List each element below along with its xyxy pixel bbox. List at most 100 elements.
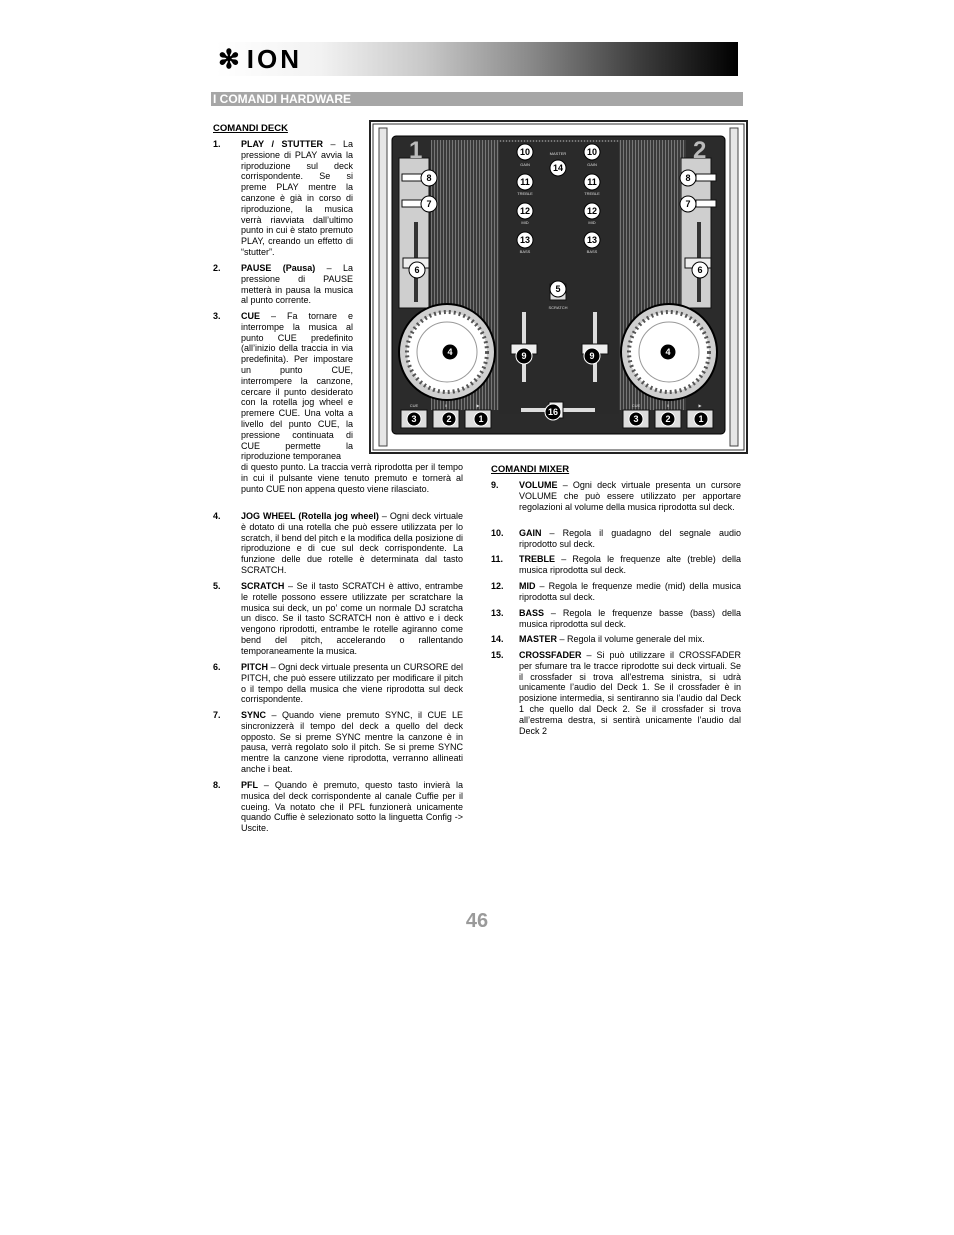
section-title: I COMANDI HARDWARE [213,92,351,106]
item-text: – La pressione di PAUSE metterà in pausa… [241,263,353,306]
item-text: – Regola il guadagno del segnale audio r… [519,528,741,549]
deck-2-number: 2 [693,137,706,164]
callout-14: 14 [549,159,567,177]
callout-4-left: 4 [441,343,459,361]
callout-10-left: 10 [516,143,534,161]
deck-2-jog-wheel[interactable] [620,303,718,401]
scratch-label: SCRATCH [548,305,567,310]
item-text: – Se il tasto SCRATCH è attivo, entrambe… [241,581,463,656]
svg-text:2: 2 [665,414,670,424]
svg-text:5: 5 [555,284,560,294]
item-number: 11. [491,554,504,564]
section-title-bar [211,92,743,106]
controller-diagram: 1 2 SCRATCH CUE II ▶ CUE [372,123,745,451]
callout-3-left: 3 [406,411,422,427]
svg-text:1: 1 [478,414,483,424]
svg-text:4: 4 [447,347,452,357]
callout-12-left: 12 [516,202,534,220]
item-text: – Regola le frequenze alte (treble) dell… [519,554,741,575]
item-title: SCRATCH [241,581,285,591]
item-title: MASTER [519,634,557,644]
svg-text:4: 4 [665,347,670,357]
deck-2-sync-button[interactable] [695,199,717,208]
item-text: – Ogni deck virtuale presenta un CURSORE… [241,662,463,705]
header-gradient-bar [216,42,738,76]
left-side-rail [378,127,388,447]
ion-logo-text: ION [246,43,303,74]
svg-text:2: 2 [446,414,451,424]
item-number: 14. [491,634,504,644]
item-text: – La pressione di PLAY avvia la riproduz… [241,139,353,257]
svg-text:7: 7 [685,199,690,209]
item-title: CUE [241,311,261,321]
item-number: 5. [213,581,221,591]
treble-label-2: TREBLE [584,191,600,196]
svg-text:14: 14 [553,163,563,173]
svg-text:7: 7 [426,199,431,209]
callout-1-left: 1 [473,411,489,427]
callout-1-right: 1 [693,411,709,427]
callout-13-right: 13 [583,231,601,249]
svg-text:13: 13 [587,235,597,245]
deck-1-number: 1 [409,137,422,164]
item-title: GAIN [519,528,542,538]
mixer-heading: COMANDI MIXER [491,464,570,475]
callout-11-left: 11 [516,173,534,191]
callout-8-left: 8 [420,169,438,187]
deck-1-sync-button[interactable] [401,199,423,208]
callout-13-left: 13 [516,231,534,249]
item-number: 13. [491,608,504,618]
item-number: 7. [213,710,221,720]
item-number: 2. [213,263,221,273]
svg-text:10: 10 [520,147,530,157]
callout-2-left: 2 [441,411,457,427]
svg-text:8: 8 [426,173,431,183]
callout-9-right: 9 [583,347,601,365]
svg-text:10: 10 [587,147,597,157]
callout-3-right: 3 [628,411,644,427]
deck-2-pfl-button[interactable] [695,173,717,182]
deck-1-play-label: ▶ [476,403,480,408]
callout-6-right: 6 [691,261,709,279]
gain-label-2: GAIN [587,162,597,167]
deck-2-play-label: ▶ [698,403,702,408]
callout-10-right: 10 [583,143,601,161]
item-text: – Ogni deck virtuale presenta un cursore… [519,480,741,512]
svg-text:3: 3 [411,414,416,424]
right-side-rail [729,127,739,447]
item-title: PLAY / STUTTER [241,139,323,149]
item-text: – Regola le frequenze medie (mid) della … [519,581,741,602]
item-number: 10. [491,528,504,538]
item-number: 12. [491,581,504,591]
svg-text:13: 13 [520,235,530,245]
item-title: TREBLE [519,554,555,564]
callout-7-right: 7 [679,195,697,213]
svg-text:9: 9 [521,351,526,361]
item-text: – Si può utilizzare il CROSSFADER per sf… [519,650,741,736]
deck-1-cue-label: CUE [410,403,419,408]
item-title: MID [519,581,536,591]
item-number: 6. [213,662,221,672]
callout-9-left: 9 [515,347,533,365]
page-number: 46 [465,910,489,932]
callout-7-left: 7 [420,195,438,213]
item-text: – Fa tornare e interrompe la musica al p… [241,311,353,462]
item-title: BASS [519,608,545,618]
svg-text:11: 11 [520,177,530,187]
svg-text:3: 3 [633,414,638,424]
callout-2-right: 2 [660,411,676,427]
callout-11-right: 11 [583,173,601,191]
callout-4-right: 4 [659,343,677,361]
item-text: – Ogni deck virtuale è dotato di una rot… [241,511,463,575]
item-title: VOLUME [519,480,558,490]
deck-item-3-continued: di questo punto. La traccia verrà riprod… [241,462,463,494]
item-number: 15. [491,650,504,660]
deck-2-pause-label: II [667,403,669,408]
item-title: PFL [241,780,258,790]
svg-text:12: 12 [587,206,597,216]
svg-text:8: 8 [685,173,690,183]
item-number: 3. [213,311,221,321]
svg-text:6: 6 [414,265,419,275]
deck-1-pfl-button[interactable] [401,173,423,182]
callout-8-right: 8 [679,169,697,187]
